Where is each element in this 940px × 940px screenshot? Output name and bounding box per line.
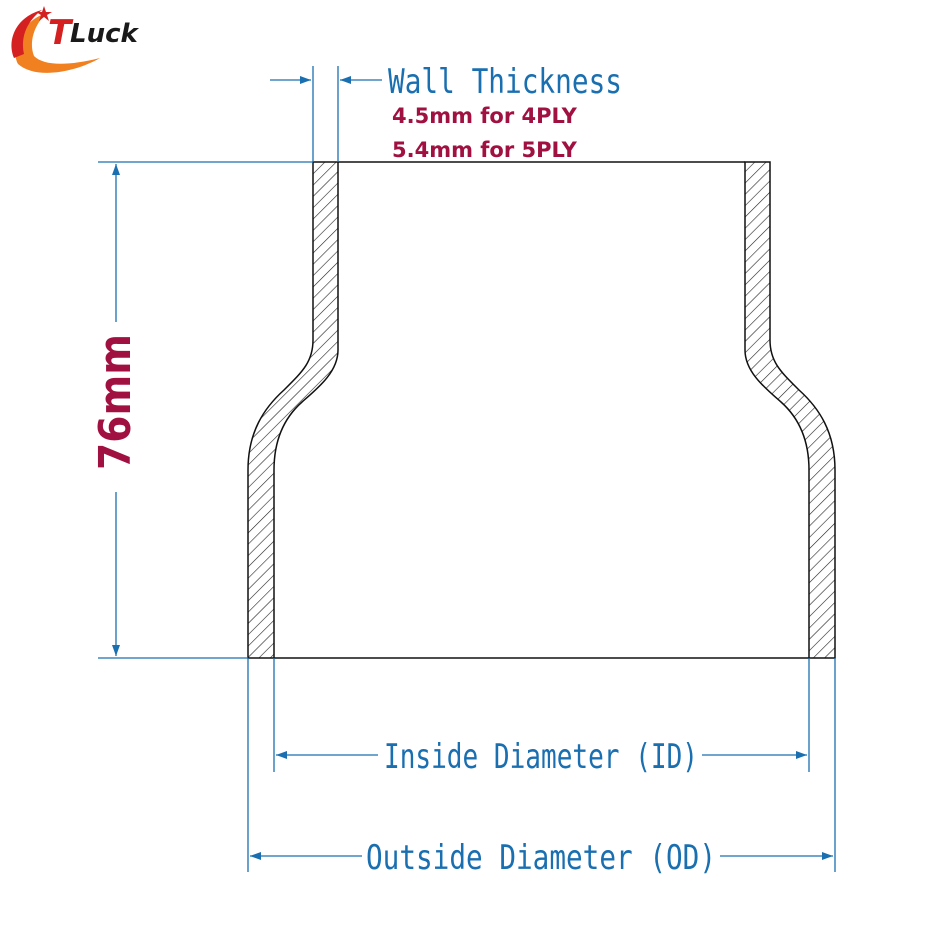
wall-thickness-dimension: Wall Thickness 4.5mm for 4PLY 5.4mm for … — [270, 62, 622, 162]
outside-diameter-dimension: Outside Diameter (OD) — [247, 658, 836, 878]
logo-arc-icon — [11, 10, 42, 58]
wall-thickness-5ply: 5.4mm for 5PLY — [392, 138, 578, 162]
inside-diameter-dimension: Inside Diameter (ID) — [273, 658, 810, 777]
right-wall — [744, 161, 836, 659]
wall-thickness-4ply: 4.5mm for 4PLY — [392, 104, 578, 128]
logo-swoosh-icon — [15, 12, 100, 73]
left-wall — [247, 161, 339, 659]
brand-logo: T Luck — [11, 6, 139, 73]
logo-text: Luck — [70, 19, 139, 49]
logo-star-icon — [36, 6, 52, 21]
inside-diameter-label: Inside Diameter (ID) — [384, 737, 698, 777]
wall-thickness-title: Wall Thickness — [388, 62, 622, 102]
height-label: 76mm — [90, 334, 141, 470]
hose-section — [247, 161, 836, 659]
outside-diameter-label: Outside Diameter (OD) — [366, 838, 716, 878]
logo-letter: T — [48, 13, 74, 53]
height-dimension: 76mm — [90, 161, 313, 659]
